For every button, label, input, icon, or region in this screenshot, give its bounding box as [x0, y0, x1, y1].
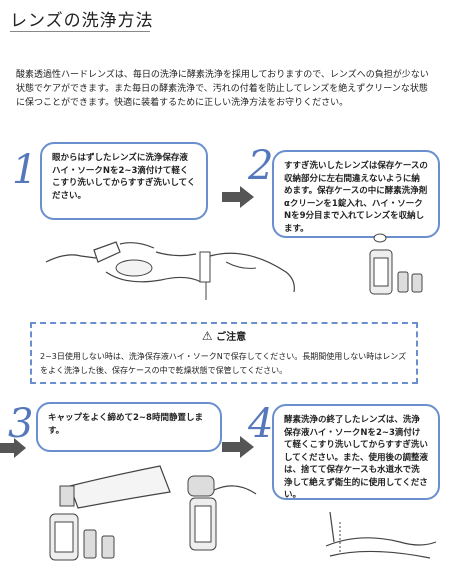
rinse-lens-illustration-icon	[199, 251, 295, 300]
step-4-text: 酵素洗浄の終了したレンズは、洗浄保存液ハイ・ソークNを2~3滴付けて軽くこすり洗…	[284, 415, 428, 500]
step-3-text: キャップをよく締めて2~8時間静置します。	[48, 413, 203, 436]
caution-notice-title-row: ⚠ ご注意	[32, 328, 416, 343]
hand-wash-illustration-icon	[325, 511, 437, 559]
step-arrow-icon	[222, 186, 254, 208]
step-4-number: 4	[248, 401, 274, 447]
caution-notice-title: ご注意	[216, 332, 247, 343]
title-underline	[10, 31, 150, 32]
closed-case-illustration-icon	[49, 465, 171, 561]
step-4-bubble: 酵素洗浄の終了したレンズは、洗浄保存液ハイ・ソークNを2~3滴付けて軽くこすり洗…	[272, 404, 440, 500]
open-case-illustration-icon	[187, 475, 257, 551]
step-arrow-icon	[222, 436, 254, 458]
eye-drop-illustration-icon	[45, 241, 202, 283]
step-3-number: 3	[8, 401, 34, 447]
step-1-number: 1	[12, 147, 38, 193]
intro-paragraph: 酸素透過性ハードレンズは、毎日の洗浄に酵素洗浄を採用しておりますので、レンズへの…	[16, 70, 429, 108]
caution-notice-box: ⚠ ご注意 2~3日使用しない時は、洗浄保存液ハイ・ソークNで保存してください。…	[30, 322, 418, 384]
page-title: レンズの洗浄方法	[10, 11, 154, 31]
step-2-number: 2	[248, 143, 274, 189]
step-1-bubble: 眼からはずしたレンズに洗浄保存液ハイ・ソークNを2~3滴付けて軽くこすり洗いして…	[40, 142, 208, 220]
step-2-text: すすぎ洗いしたレンズは保存ケースの収納部分に左右間違えないように納めます。保存ケ…	[284, 161, 428, 234]
warning-triangle-icon: ⚠	[201, 329, 213, 343]
step-2-bubble: すすぎ洗いしたレンズは保存ケースの収納部分に左右間違えないように納めます。保存ケ…	[272, 150, 440, 238]
lens-case-illustration-icon	[369, 233, 423, 295]
step-arrow-icon	[0, 438, 26, 458]
step-1-text: 眼からはずしたレンズに洗浄保存液ハイ・ソークNを2~3滴付けて軽くこすり洗いして…	[52, 153, 196, 201]
step-3-bubble: キャップをよく締めて2~8時間静置します。	[36, 402, 222, 452]
caution-notice-text: 2~3日使用しない時は、洗浄保存液ハイ・ソークNで保存してください。長期間使用し…	[40, 352, 407, 375]
